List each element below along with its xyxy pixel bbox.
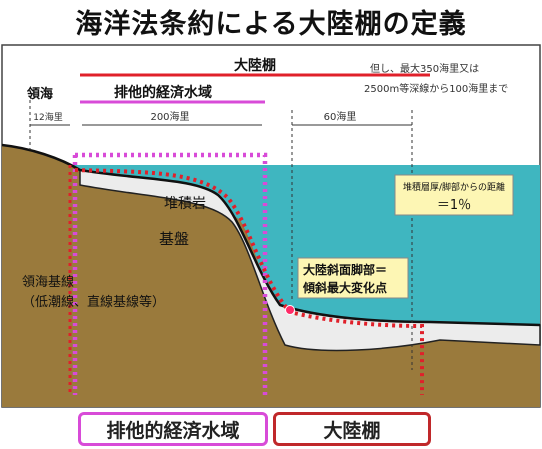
dist-200-label: 200海里 xyxy=(150,110,189,123)
eez-dotted-boundary xyxy=(75,152,268,395)
dist-60-label: 60海里 xyxy=(324,110,357,123)
legend-eez: 排他的経済水域 xyxy=(78,412,268,446)
basement-label: 基盤 xyxy=(159,230,189,248)
baseline-label-1: 領海基線 xyxy=(22,274,74,290)
note-line-1: 但し、最大350海里又は xyxy=(370,62,479,75)
page-title: 海洋法条約による大陸棚の定義 xyxy=(75,9,467,40)
foot-slope-label-1: 大陸斜面脚部＝ xyxy=(303,262,387,277)
note-line-2: 2500m等深線から100海里まで xyxy=(364,82,508,95)
territorial-sea-label: 領海 xyxy=(27,86,53,102)
foot-slope-box xyxy=(297,257,409,299)
baseline-label-2: （低潮線、直線基線等） xyxy=(22,294,165,310)
seabed-line xyxy=(1,143,541,327)
legend-shelf: 大陸棚 xyxy=(273,412,431,446)
thickness-label-2: ＝1％ xyxy=(437,198,471,213)
shelf-top-label: 大陸棚 xyxy=(234,57,276,74)
dist-12-label: 12海里 xyxy=(33,111,62,123)
sediment-label: 堆積岩 xyxy=(164,196,206,212)
thickness-box xyxy=(394,174,514,216)
foot-slope-label-2: 傾斜最大変化点 xyxy=(302,280,387,295)
foot-of-slope-point xyxy=(285,305,295,315)
eez-top-label: 排他的経済水域 xyxy=(114,84,212,101)
thickness-label-1: 堆積層厚/脚部からの距離 xyxy=(403,181,505,193)
